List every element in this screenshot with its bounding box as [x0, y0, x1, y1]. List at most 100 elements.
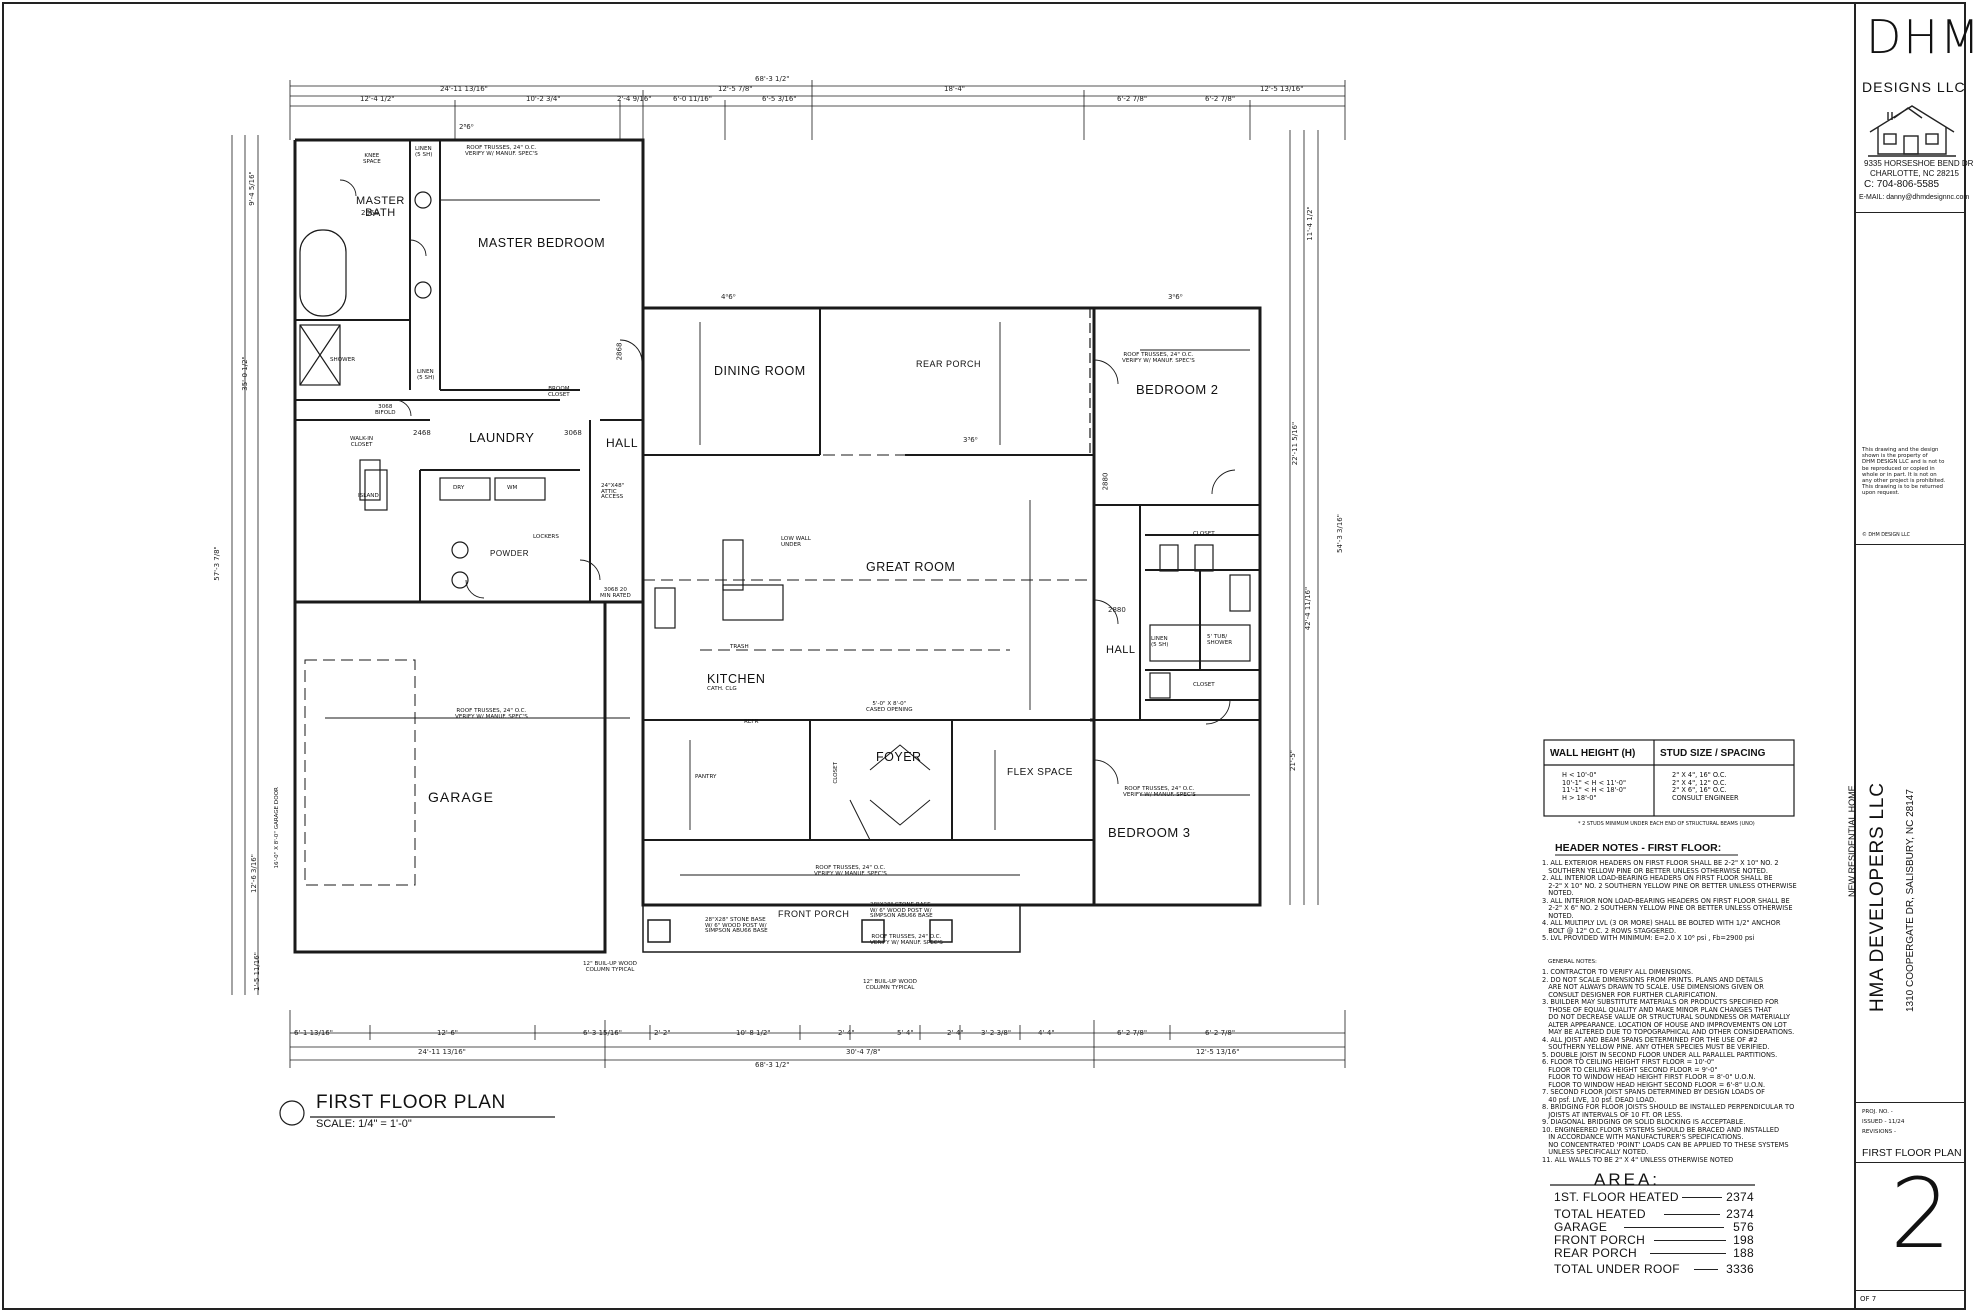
side-dimension-lines [231, 130, 1319, 995]
dim-bottom-sub-6: 2'-4" [838, 1029, 855, 1037]
room-foyer: FOYER [876, 750, 922, 764]
dim-left-4: 1'-5 11/16" [252, 952, 261, 991]
door-tag-2880: 2880 [1108, 606, 1126, 614]
firm-phone: C: 704-806-5585 [1864, 179, 1940, 190]
general-notes-body: 1. CONTRACTOR TO VERIFY ALL DIMENSIONS. … [1542, 968, 1795, 1164]
note-bifold-door: 3068 BIFOLD [375, 404, 396, 416]
dim-bottom-sub-2: 12'-6" [437, 1029, 459, 1037]
dim-bottom-sub-8: 2'-4" [947, 1029, 964, 1037]
dim-top-sub-6: 6'-2 7/8" [1117, 95, 1148, 103]
firm-subtitle: DESIGNS LLC [1862, 79, 1966, 95]
dim-left-2: 9'-4 5/16" [247, 171, 256, 206]
room-rear-porch: REAR PORCH [916, 359, 982, 369]
label-linen-1: LINEN (5 SH) [415, 146, 433, 158]
stud-table-sizes: 2" X 4", 16" O.C. 2" X 4", 12" O.C. 2" X… [1672, 771, 1739, 802]
label-shower: SHOWER [330, 357, 356, 363]
plan-title-bubble [279, 1100, 305, 1126]
dim-right-1: 11'-4 1/2" [1305, 206, 1314, 241]
beam-lines [304, 454, 1094, 886]
dim-right-2: 22'-11 5/16" [1291, 421, 1300, 466]
copyright-mark: © DHM DESIGN LLC [1862, 533, 1910, 538]
dim-top-seg-d: 12'-5 13/16" [1260, 85, 1304, 93]
room-garage: GARAGE [428, 789, 494, 805]
dim-bottom-overall: 68'-3 1/2" [755, 1061, 790, 1069]
dim-top-seg-a: 24'-11 13/16" [440, 85, 488, 93]
project-type: NEW RESIDENTIAL HOME [1847, 785, 1857, 897]
dim-bottom-seg-c: 12'-5 13/16" [1196, 1048, 1240, 1056]
room-great-room: GREAT ROOM [866, 560, 956, 574]
dim-top-overall: 68'-3 1/2" [755, 75, 790, 83]
dim-left-overall: 57'-3 7/8" [212, 546, 221, 581]
dim-bottom-sub-5: 10'-8 1/2" [736, 1029, 771, 1037]
rear-porch-outline [820, 307, 1091, 455]
dim-top-sub-4: 6'-0 11/16" [673, 95, 712, 103]
note-trusses-master: ROOF TRUSSES, 24" O.C. VERIFY W/ MANUF. … [465, 145, 538, 157]
room-master-bedroom: MASTER BEDROOM [478, 236, 606, 250]
dim-bottom-sub-3: 6'-3 15/16" [583, 1029, 622, 1037]
label-knee-space: KNEE SPACE [363, 153, 381, 165]
room-front-porch: FRONT PORCH [778, 909, 850, 919]
note-column-typ-1: 12" BUIL-UP WOOD COLUMN TYPICAL [583, 961, 637, 973]
stud-table-heights: H < 10'-0" 10'-1" < H < 11'-0" 11'-1" < … [1562, 771, 1627, 802]
dim-top-sub-2: 10'-2 3/4" [526, 95, 561, 103]
room-flex-space: FLEX SPACE [1007, 767, 1073, 778]
dim-bottom-sub-9: 3'-2 3/8" [981, 1029, 1012, 1037]
label-linen-2: LINEN (5 SH) [417, 369, 435, 381]
door-tag-3068: 3068 [564, 429, 582, 437]
dim-bottom-sub-1: 6'-1 13/16" [294, 1029, 333, 1037]
firm-address-2: CHARLOTTE, NC 28215 [1870, 169, 1959, 178]
room-hall-left: HALL [606, 436, 639, 450]
header-notes-body: 1. ALL EXTERIOR HEADERS ON FIRST FLOOR S… [1542, 859, 1797, 943]
door-tag-2068: 2068 [361, 209, 379, 217]
dim-left-1: 35'-0 1/2" [240, 356, 249, 391]
label-linen-3: LINEN (5 SH) [1151, 636, 1169, 648]
label-trash: TRASH [730, 644, 749, 650]
room-bedroom-2: BEDROOM 2 [1136, 382, 1219, 397]
dim-bottom-sub-12: 6'-2 7/8" [1205, 1029, 1236, 1037]
front-porch-outline [642, 905, 1021, 953]
stud-table-lines [1543, 739, 1795, 817]
room-master-bath: MASTER BATH [356, 195, 405, 219]
dim-bottom-sub-10: 4'-4" [1038, 1029, 1055, 1037]
window-tag-3360: 3³6⁰ [963, 436, 978, 444]
label-low-wall: LOW WALL UNDER [781, 536, 811, 548]
top-dimension-lines [289, 80, 1346, 140]
fixtures [299, 191, 1251, 699]
dim-right-overall: 54'-3 3/16" [1335, 514, 1344, 553]
issued-date: ISSUED - 11/24 [1862, 1119, 1905, 1125]
label-washer: WM [507, 485, 518, 491]
note-column-typ-2: 12" BUIL-UP WOOD COLUMN TYPICAL [863, 979, 917, 991]
label-dryer: DRY [453, 485, 465, 491]
firm-address-1: 9335 HORSESHOE BEND DR [1864, 159, 1974, 168]
room-laundry: LAUNDRY [469, 430, 535, 445]
stud-table-col2-header: STUD SIZE / SPACING [1660, 748, 1766, 759]
note-trusses-bedroom-3: ROOF TRUSSES, 24" O.C. VERIFY W/ MANUF. … [1123, 786, 1196, 798]
room-hall-right: HALL [1106, 644, 1136, 656]
label-refrigerator: REFR [744, 719, 759, 725]
dim-right-3: 42'-4 11/16" [1304, 586, 1313, 631]
room-closet-1: CLOSET [1193, 531, 1215, 537]
dim-bottom-sub-11: 6'-2 7/8" [1117, 1029, 1148, 1037]
door-swings [339, 179, 1236, 785]
site-address: 1310 COOPERGATE DR, SALISBURY, NC 28147 [1905, 789, 1916, 1012]
plan-scale: SCALE: 1/4" = 1'-0" [316, 1118, 412, 1130]
window-tag-3060: 3⁰6⁰ [1168, 293, 1183, 301]
label-cath-clg: CATH. CLG [707, 686, 737, 692]
revisions: REVISIONS - [1862, 1129, 1897, 1135]
note-trusses-front: ROOF TRUSSES, 24" O.C. VERIFY W/ MANUF. … [814, 865, 887, 877]
dim-bottom-seg-b: 30'-4 7/8" [846, 1048, 881, 1056]
sheet-number: 2 [1890, 1158, 1952, 1270]
header-notes-title: HEADER NOTES - FIRST FLOOR: [1555, 842, 1722, 854]
label-lockers: LOCKERS [533, 534, 559, 540]
general-notes-title: GENERAL NOTES: [1548, 959, 1597, 965]
client-name: HMA DEVELOPERS LLC [1867, 782, 1888, 1012]
stud-table-footnote: * 2 STUDS MINIMUM UNDER EACH END OF STRU… [1578, 821, 1755, 827]
room-closet-3: CLOSET [833, 761, 840, 784]
window-tag-4060: 4⁰6⁰ [721, 293, 736, 301]
area-title: AREA: [1594, 1170, 1661, 1189]
